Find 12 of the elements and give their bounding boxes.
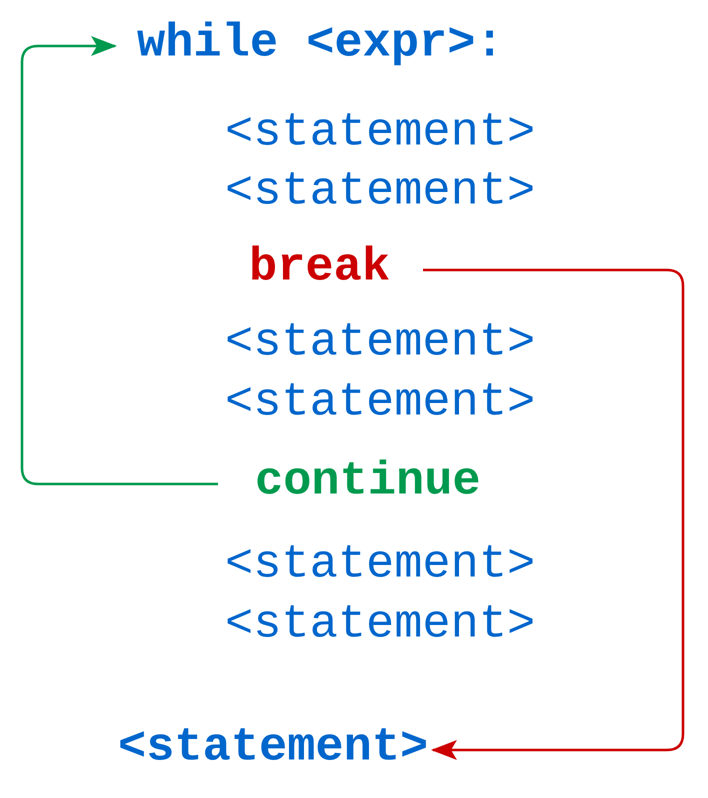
statement-text: <statement> <box>225 380 536 426</box>
keyword-text: break <box>249 244 390 292</box>
statement-text: <statement> <box>225 110 536 156</box>
keyword-text: continue <box>255 458 481 506</box>
statement-text: <statement> <box>225 320 536 366</box>
arrow <box>20 36 218 486</box>
statement-text: <statement> <box>118 724 428 772</box>
statement-text: <statement> <box>225 168 536 216</box>
arrow <box>423 268 684 760</box>
statement-text: <statement> <box>225 602 536 648</box>
loop-header-text: while <expr>: <box>137 20 504 68</box>
statement-text: <statement> <box>225 542 536 588</box>
